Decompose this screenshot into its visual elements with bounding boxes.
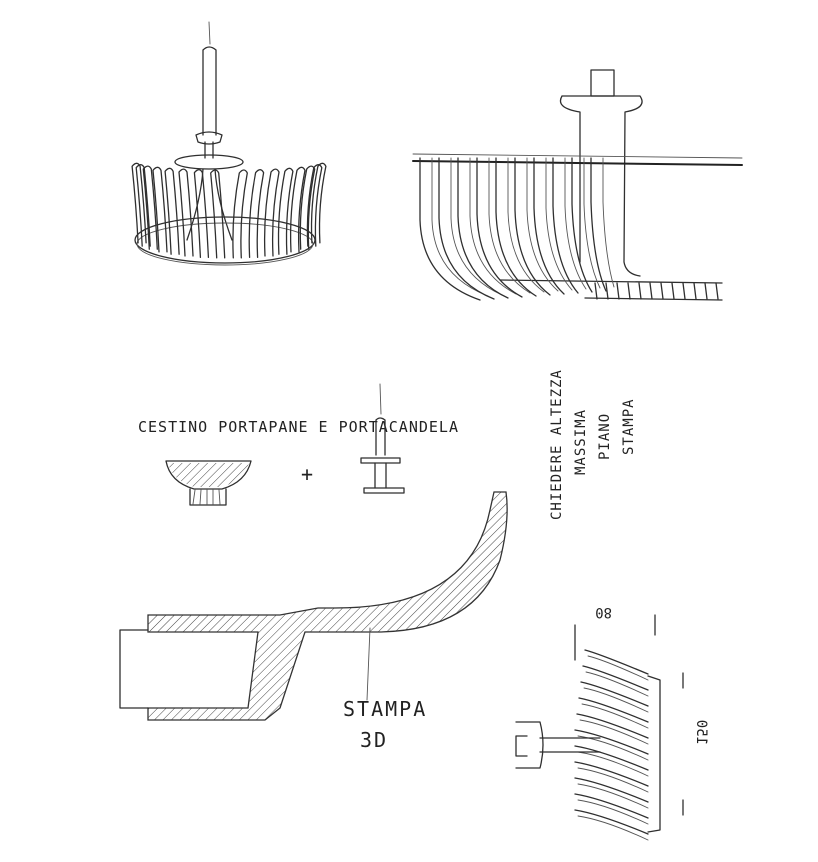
basket-slat [514, 157, 551, 296]
basket-slat [131, 162, 147, 244]
basket-slat [587, 655, 649, 681]
basket-slat [571, 157, 593, 293]
basket-slat [507, 157, 545, 293]
print-height-note: CHIEDERE ALTEZZA MASSIMA PIANO STAMPA [549, 369, 637, 520]
basket-slat [142, 165, 158, 250]
basket-slat [577, 815, 649, 841]
basket-slat [574, 745, 649, 771]
basket-slat [193, 169, 210, 258]
basket-slat [580, 681, 649, 707]
basket-slat [495, 157, 537, 297]
dimension-height: 150 [693, 720, 709, 745]
basket-slat [579, 719, 649, 745]
basket-slat [582, 665, 649, 691]
basket-slat [248, 169, 265, 258]
basket-slat [164, 167, 180, 255]
basket-slat [564, 157, 587, 290]
basket-slat [585, 671, 649, 697]
basket-slat [602, 157, 615, 288]
basket-slat [438, 157, 495, 300]
base-bar [594, 282, 598, 300]
basket-slat [210, 169, 226, 259]
base-bar [605, 282, 609, 300]
base-bar [704, 282, 708, 300]
basket-slat [581, 703, 649, 729]
dimension-width: 80 [595, 604, 612, 620]
basket-slat [135, 164, 151, 247]
base-bar [682, 282, 686, 300]
basket-slat [476, 157, 523, 298]
basket-slat [577, 767, 649, 793]
basket-slat [574, 777, 649, 803]
plus-sign: + [301, 462, 315, 486]
basket-slat [577, 783, 649, 809]
base-bar [649, 282, 653, 300]
basket-slat [552, 157, 579, 294]
perspective-basket-sketch [131, 21, 327, 266]
sketch-caption: CESTINO PORTAPANE E PORTACANDELA [138, 418, 459, 436]
basket-slat [306, 164, 323, 247]
basket-slat [178, 168, 194, 257]
basket-slat [574, 729, 649, 755]
basket-slat [583, 687, 649, 713]
note-line-2: MASSIMA [573, 409, 589, 475]
basket-slat [289, 166, 306, 253]
basket-slat [590, 157, 607, 292]
base-bar [660, 282, 664, 300]
basket-slat [577, 751, 649, 777]
basket-slat [526, 157, 559, 292]
base-bar [693, 282, 697, 300]
basket-slat [457, 157, 509, 299]
basket-slat [574, 793, 649, 819]
base-bar [638, 282, 642, 300]
basket-slat [584, 649, 649, 675]
basket-slat [533, 157, 565, 295]
basket-slat [577, 799, 649, 825]
base-bar [671, 282, 675, 300]
basket-slat [310, 162, 327, 244]
basket-slat [299, 165, 316, 250]
basket-slat [469, 157, 517, 295]
basket-slat [488, 157, 531, 294]
section-label-line-1: STAMPA [343, 697, 427, 721]
basket-slat [232, 169, 248, 259]
basket-slat [277, 167, 294, 255]
note-line-1: CHIEDERE ALTEZZA [549, 369, 565, 520]
basket-slat [152, 166, 168, 253]
basket-slat [577, 735, 649, 761]
basket-slat [450, 157, 503, 296]
note-line-4: STAMPA [621, 398, 637, 455]
base-bar [616, 282, 620, 300]
basket-slat [574, 809, 649, 835]
basket-slat [263, 168, 280, 257]
basket-slat [578, 697, 649, 723]
note-line-3: PIANO [597, 413, 613, 460]
basket-slat [545, 157, 573, 291]
basket-slat [419, 157, 481, 301]
basket-slat [576, 713, 649, 739]
dimensioned-basket-sketch [515, 614, 684, 841]
side-view-basket-sketch [412, 69, 743, 301]
basket-slat [583, 157, 601, 289]
base-bar [627, 282, 631, 300]
bread-basket-icon [165, 460, 252, 506]
basket-slat [574, 761, 649, 787]
cross-section-sketch [119, 491, 508, 721]
candle-holder-icon [360, 383, 405, 494]
section-label-line-2: 3D [360, 728, 388, 752]
base-bar [715, 282, 719, 300]
